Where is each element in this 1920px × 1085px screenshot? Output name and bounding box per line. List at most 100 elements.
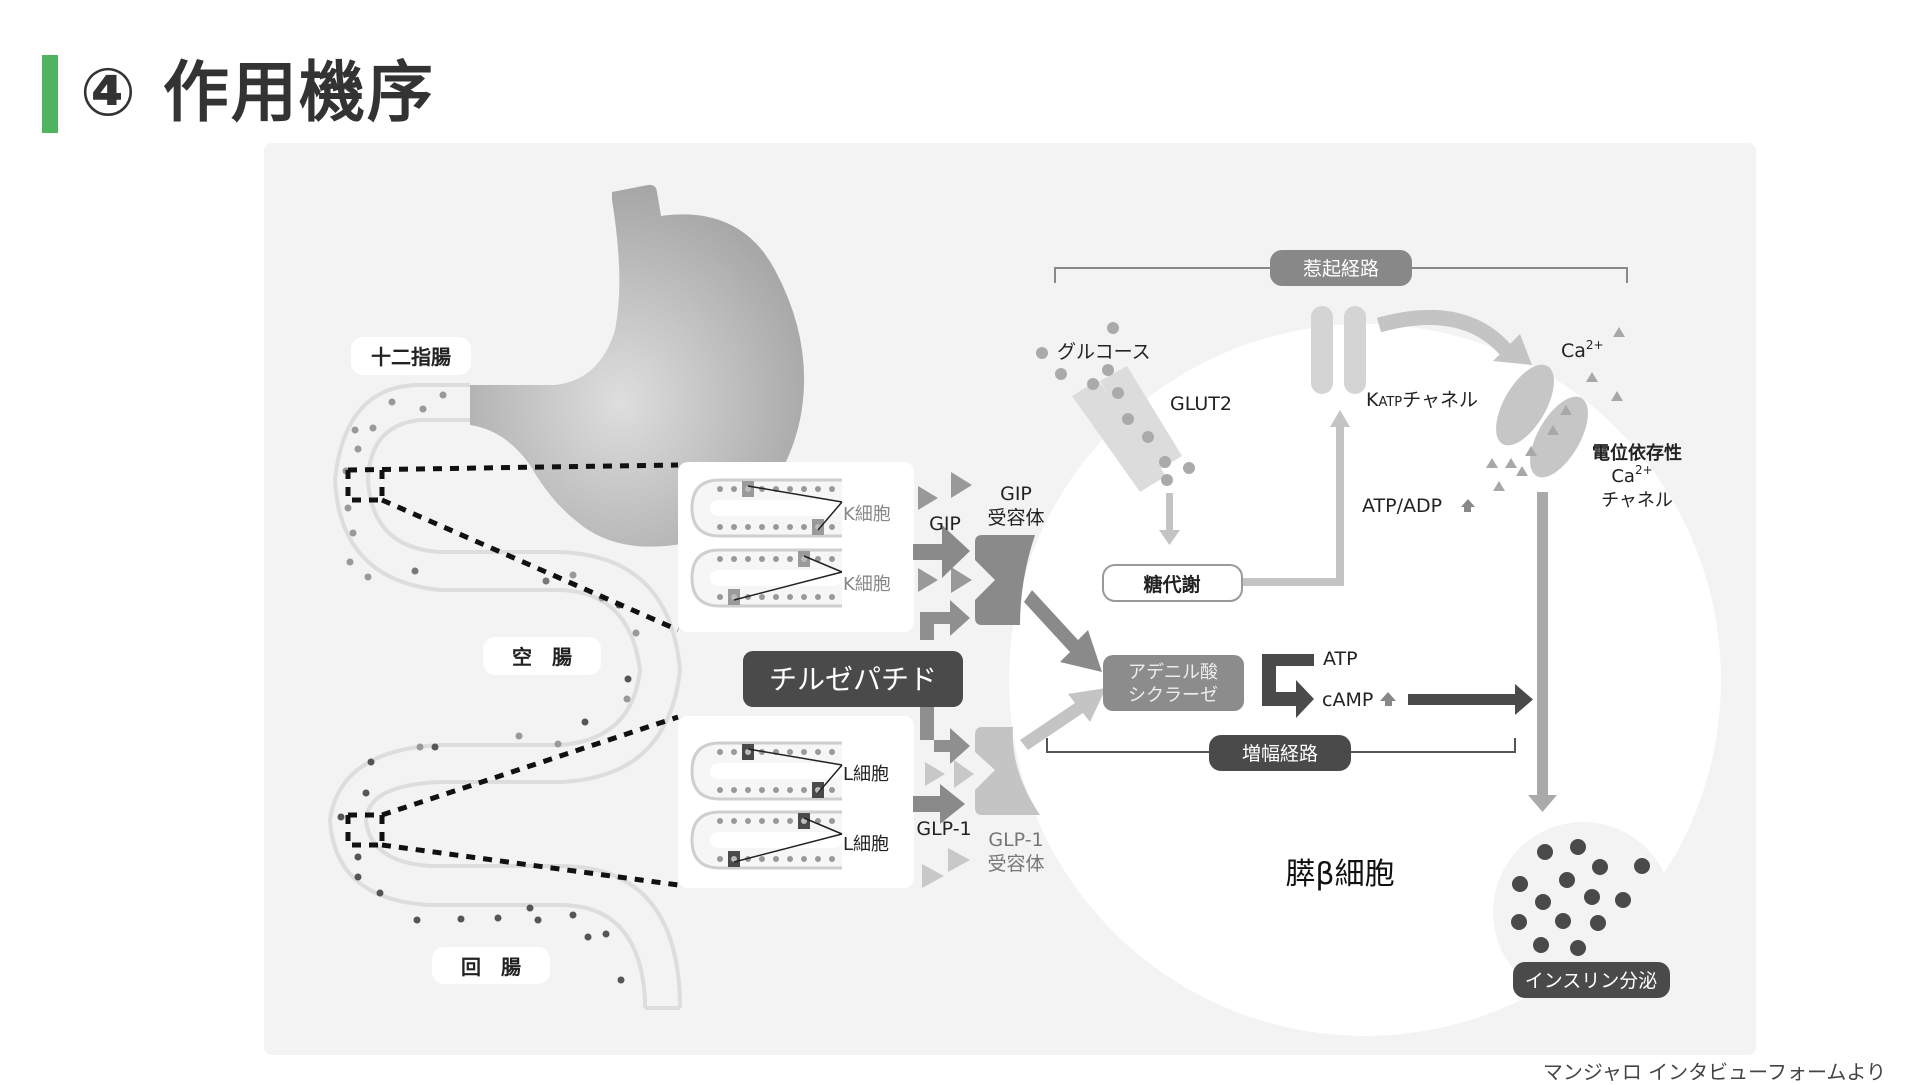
duodenum-label: 十二指腸 [371, 345, 451, 369]
cell-nucleus [717, 556, 723, 562]
cell-nucleus [731, 486, 737, 492]
cell-nucleus [731, 856, 737, 862]
insulin-granule [1590, 915, 1606, 931]
gip-signals [913, 472, 972, 593]
cell-nucleus [829, 749, 835, 755]
cell-pointer-line [803, 817, 843, 835]
cell-nucleus [787, 749, 793, 755]
villus-lumen [710, 500, 842, 516]
cell-nucleus [787, 787, 793, 793]
insulin-granule [1584, 889, 1600, 905]
cell-nucleus [759, 556, 765, 562]
camp-up-arrow-icon [1380, 692, 1396, 706]
cell-nucleus [745, 787, 751, 793]
label-jejunum: 空 腸 [483, 637, 601, 675]
cell-nucleus [787, 818, 793, 824]
cell-nucleus [829, 524, 835, 530]
glp1-receptor-label-1: GLP-1 [988, 829, 1043, 851]
cell-nucleus [717, 524, 723, 530]
villus-lumen [710, 570, 842, 586]
adenylate-cyclase-label-2: シクラーゼ [1128, 685, 1218, 706]
cell-nucleus [787, 556, 793, 562]
katp-channel [1311, 306, 1366, 394]
cell-nucleus [815, 749, 821, 755]
villus-lumen [710, 832, 842, 848]
cell-nucleus [801, 556, 807, 562]
page-title: ④ 作用機序 [80, 54, 435, 131]
triggering-pathway-label: 惹起経路 [1303, 258, 1379, 280]
ca-ion-label: Ca2+ [1561, 338, 1604, 362]
insulin-granule [1592, 859, 1608, 875]
voltage-gated-ca-channel [1496, 364, 1588, 478]
k-cell-label-1: K細胞 [843, 504, 891, 525]
villi-illustrations [690, 478, 843, 870]
cell-nucleus [801, 856, 807, 862]
insulin-granule [1533, 937, 1549, 953]
amplifying-pathway-badge: 増幅経路 [1209, 735, 1351, 771]
cell-nucleus [801, 524, 807, 530]
cell-pointer-line [733, 833, 843, 863]
zoom-callout-lines [345, 462, 680, 888]
amplifying-pathway-label: 増幅経路 [1242, 743, 1318, 765]
glp1-label: GLP-1 [916, 818, 971, 840]
cell-nucleus [745, 524, 751, 530]
glp1-receptor-label-2: 受容体 [987, 853, 1044, 875]
atp-to-camp-arrow [1262, 654, 1314, 718]
camp-to-insulin-arrow [1408, 684, 1533, 715]
jejunum-label: 空 腸 [512, 645, 572, 669]
cell-nucleus [829, 486, 835, 492]
cell-nucleus [801, 486, 807, 492]
cell-nucleus [815, 486, 821, 492]
gip-receptor-label-2: 受容体 [987, 507, 1044, 529]
cell-nucleus [787, 594, 793, 600]
drug-arrows [920, 600, 970, 764]
cell-nucleus [717, 856, 723, 862]
cell-nucleus [759, 524, 765, 530]
insulin-granule [1559, 872, 1575, 888]
cell-nucleus [773, 818, 779, 824]
calcium-ions [1486, 327, 1625, 491]
cell-nucleus [773, 556, 779, 562]
cell-nucleus [829, 556, 835, 562]
cell-nucleus [773, 524, 779, 530]
drug-name: チルゼパチド [769, 663, 937, 696]
receptor-to-adenylate-cyclase-arrows [1020, 590, 1106, 750]
cell-nucleus [829, 856, 835, 862]
label-ileum: 回 腸 [432, 947, 550, 984]
gip-label: GIP [929, 513, 961, 535]
intestine-illustration [327, 383, 683, 1010]
insulin-granule [1537, 844, 1553, 860]
cell-nucleus [773, 787, 779, 793]
cell-nucleus [815, 856, 821, 862]
beta-cell-label: 膵β細胞 [1285, 857, 1394, 892]
adenylate-cyclase-label-1: アデニル酸 [1128, 662, 1218, 683]
cell-nucleus [829, 594, 835, 600]
adenylate-cyclase-box: アデニル酸 シクラーゼ [1103, 655, 1244, 711]
drug-badge: チルゼパチド [743, 651, 963, 707]
insulin-granule [1511, 914, 1527, 930]
cell-nucleus [745, 556, 751, 562]
gip-receptor-label-1: GIP [1000, 483, 1032, 505]
cell-nucleus [801, 749, 807, 755]
glucose-particles [1036, 322, 1195, 486]
ileum-label: 回 腸 [461, 955, 521, 979]
cell-nucleus [759, 818, 765, 824]
vdcc-label-2: Ca2+ [1611, 463, 1652, 487]
cell-nucleus [787, 524, 793, 530]
cell-pointer-line [803, 555, 843, 573]
cell-nucleus [787, 486, 793, 492]
l-cell-label-1: L細胞 [843, 764, 889, 785]
cell-nucleus [815, 594, 821, 600]
cell-nucleus [717, 749, 723, 755]
cell-nucleus [745, 818, 751, 824]
stomach-illustration [470, 184, 805, 547]
cell-nucleus [773, 594, 779, 600]
insulin-granule [1634, 858, 1650, 874]
cell-nucleus [717, 486, 723, 492]
villus-lumen [710, 763, 842, 779]
cell-nucleus [773, 856, 779, 862]
cell-pointer-line [747, 485, 843, 503]
ca-to-insulin-arrow [1528, 492, 1557, 812]
sugar-metabolism-label: 糖代謝 [1143, 573, 1200, 596]
